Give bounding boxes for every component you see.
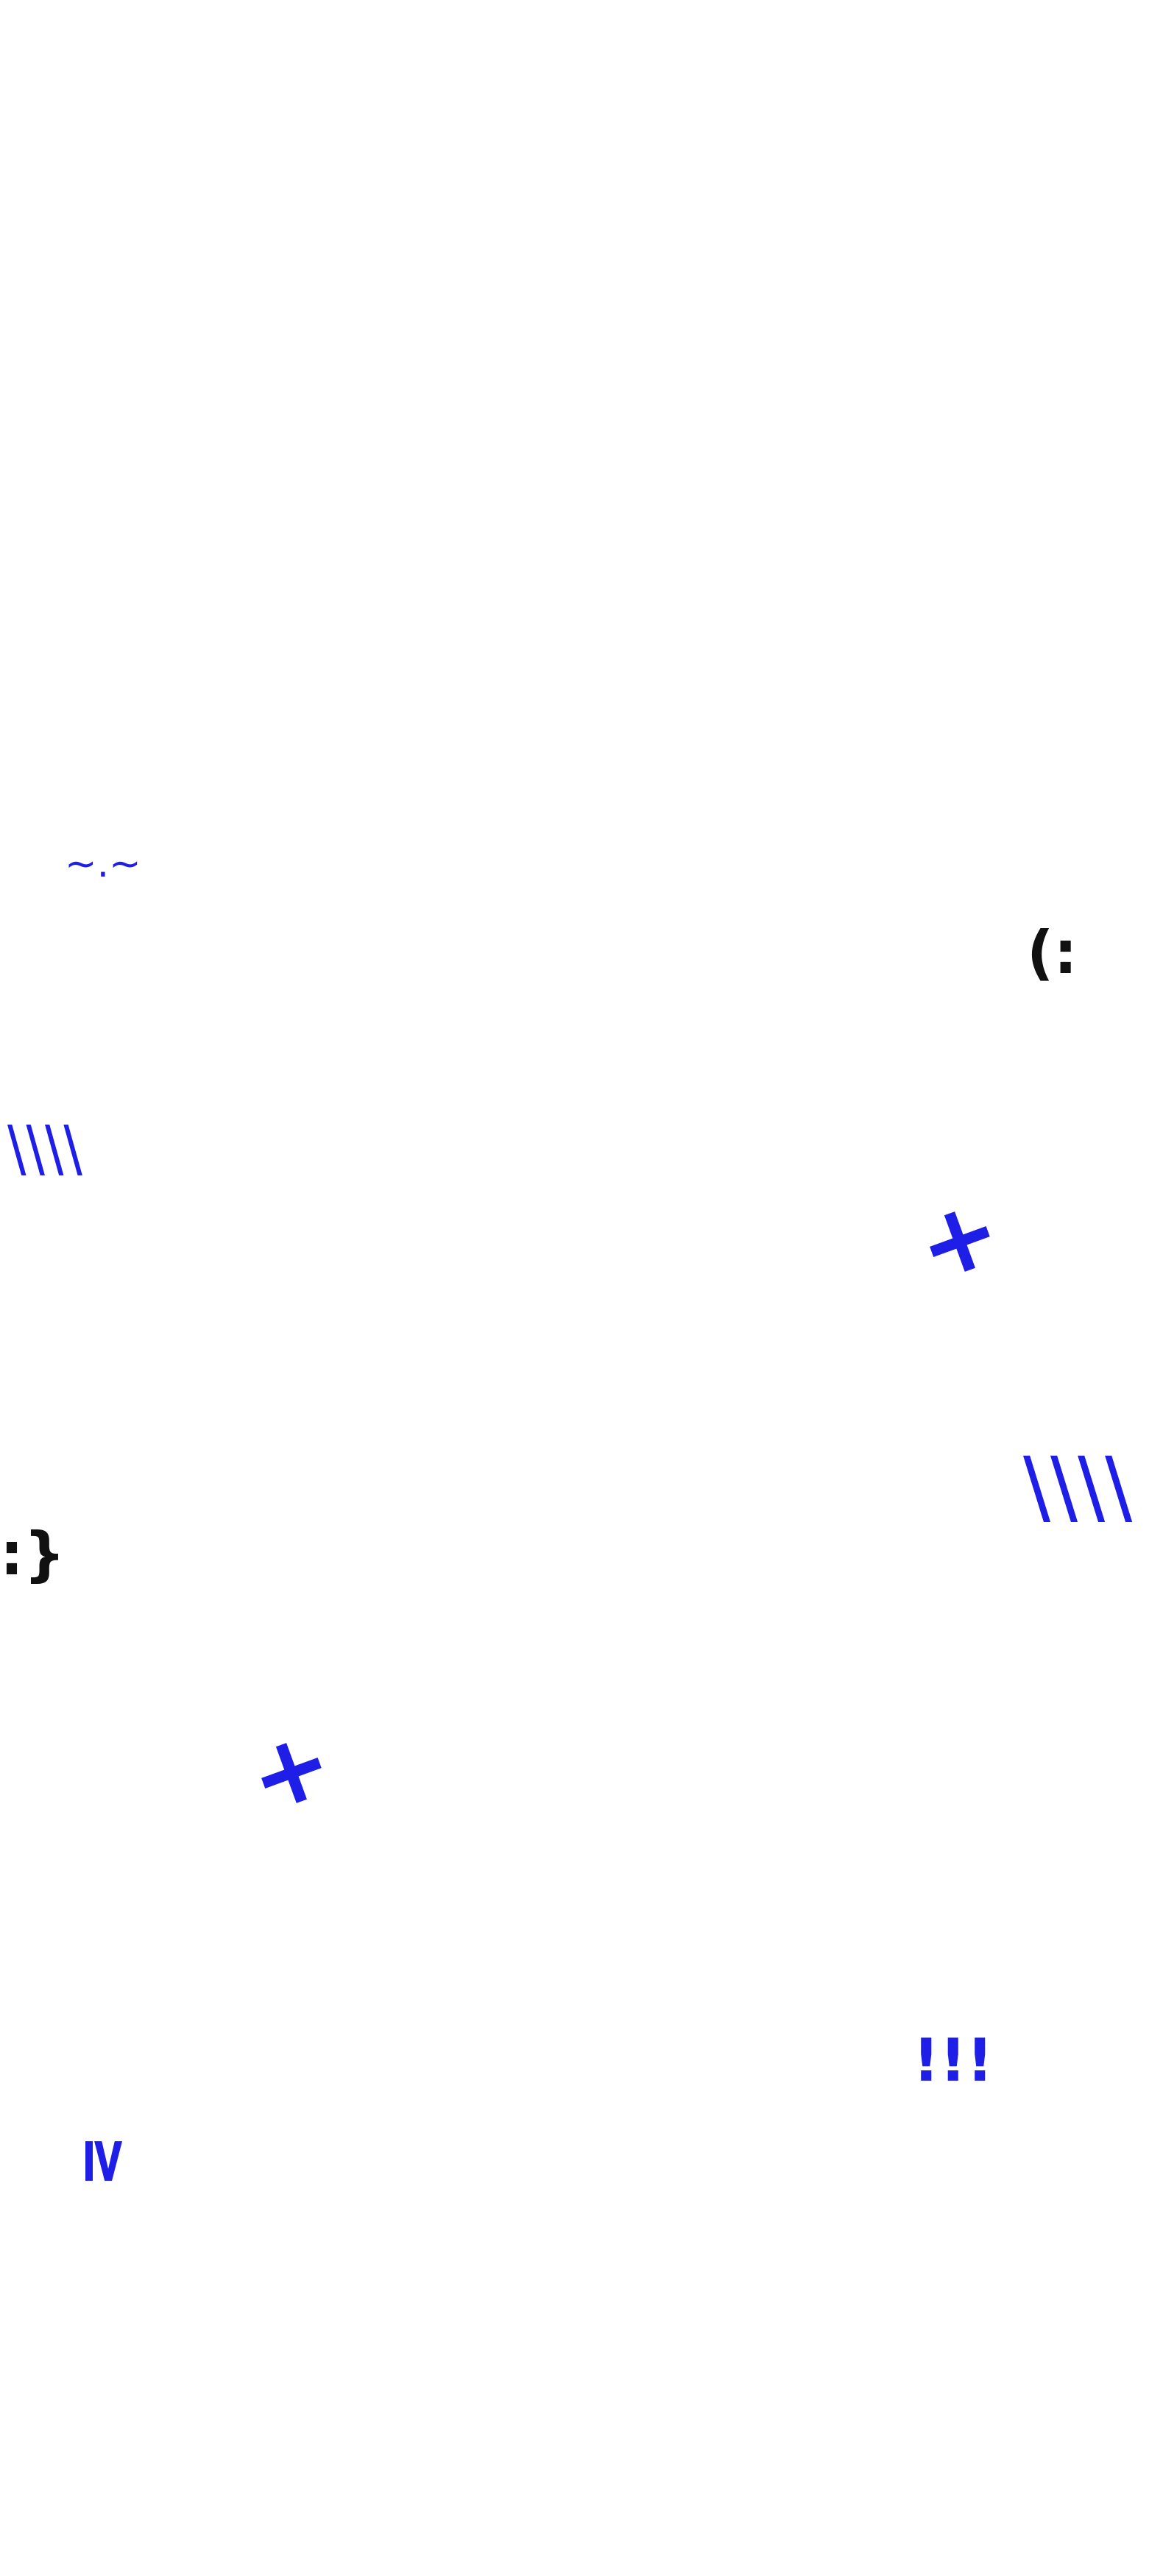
tilde-dot-glyph: ~.~ (65, 842, 141, 886)
backslashes-glyph-large: \\\\ (1023, 1440, 1133, 1534)
plus-glyph-upper: + (902, 1172, 1016, 1306)
greater-equal-glyph: ≥ (70, 2134, 144, 2188)
backslashes-glyph-small: \\\\ (7, 1112, 82, 1184)
colon-brace-glyph: :} (0, 1520, 66, 1588)
plus-glyph-lower: + (233, 1703, 347, 1837)
exclamation-glyph: !!! (913, 2026, 994, 2095)
paren-colon-glyph: (: (1027, 919, 1078, 987)
